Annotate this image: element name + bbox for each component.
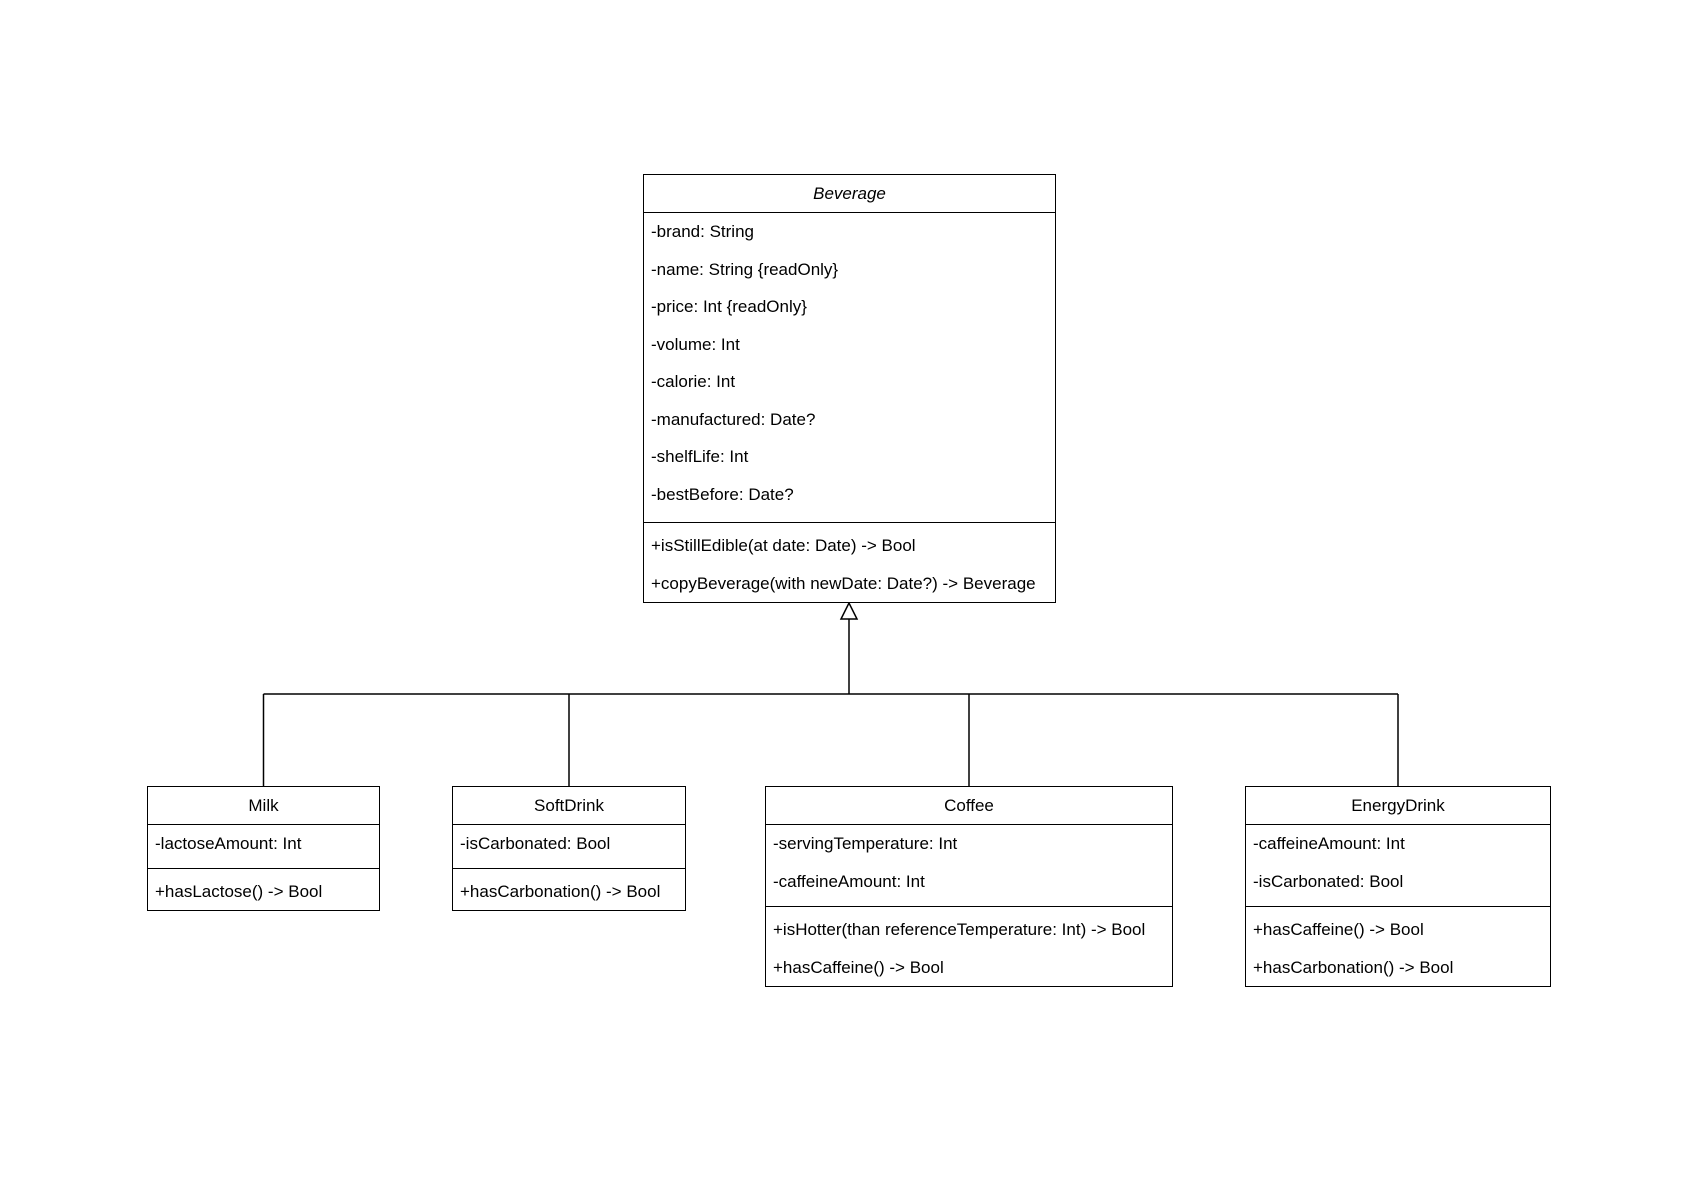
attribute-caffeineamount: -caffeineAmount: Int [773,871,925,891]
method-haslactose: +hasLactose() -> Bool [155,882,323,901]
attribute-bestbefore: -bestBefore: Date? [651,484,794,504]
class-softdrink[interactable]: SoftDrink -isCarbonated: Bool +hasCarbon… [452,786,686,911]
attribute-price: -price: Int {readOnly} [651,297,807,316]
attribute-manufactured: -manufactured: Date? [651,409,816,429]
class-name-milk: Milk [148,787,379,825]
attribute-iscarbonated: -isCarbonated: Bool [460,834,611,853]
class-name-softdrink: SoftDrink [453,787,685,825]
method-isstilledible: +isStillEdible(at date: Date) -> Bool [651,536,916,555]
method-hascaffeine: +hasCaffeine() -> Bool [1253,920,1424,939]
attribute-servingtemperature: -servingTemperature: Int [773,834,958,853]
class-milk[interactable]: Milk -lactoseAmount: Int +hasLactose() -… [147,786,380,911]
method-hascarbonation: +hasCarbonation() -> Bool [1253,957,1454,977]
attribute-iscarbonated: -isCarbonated: Bool [1253,871,1404,891]
attribute-name: -name: String {readOnly} [651,259,839,279]
class-beverage[interactable]: Beverage -brand: String -name: String {r… [643,174,1056,603]
attribute-volume: -volume: Int [651,334,740,354]
class-name-coffee: Coffee [766,787,1172,825]
methods-coffee: +isHotter(than referenceTemperature: Int… [766,907,1172,986]
attributes-coffee: -servingTemperature: Int -caffeineAmount… [766,825,1172,907]
class-name-beverage: Beverage [644,175,1055,213]
methods-energydrink: +hasCaffeine() -> Bool +hasCarbonation()… [1246,907,1550,986]
attribute-caffeineamount: -caffeineAmount: Int [1253,834,1405,853]
method-ishotter: +isHotter(than referenceTemperature: Int… [773,920,1146,939]
class-name-energydrink: EnergyDrink [1246,787,1550,825]
attribute-shelflife: -shelfLife: Int [651,447,749,466]
class-energydrink[interactable]: EnergyDrink -caffeineAmount: Int -isCarb… [1245,786,1551,987]
attribute-brand: -brand: String [651,222,754,241]
methods-beverage: +isStillEdible(at date: Date) -> Bool +c… [644,523,1055,602]
method-hascarbonation: +hasCarbonation() -> Bool [460,882,661,901]
attributes-beverage: -brand: String -name: String {readOnly} … [644,213,1055,523]
attribute-lactoseamount: -lactoseAmount: Int [155,834,302,853]
class-coffee[interactable]: Coffee -servingTemperature: Int -caffein… [765,786,1173,987]
attribute-calorie: -calorie: Int [651,372,736,391]
method-hascaffeine: +hasCaffeine() -> Bool [773,957,944,977]
attributes-milk: -lactoseAmount: Int [148,825,379,869]
method-copybeverage: +copyBeverage(with newDate: Date?) -> Be… [651,573,1036,593]
methods-softdrink: +hasCarbonation() -> Bool [453,869,685,911]
attributes-softdrink: -isCarbonated: Bool [453,825,685,869]
methods-milk: +hasLactose() -> Bool [148,869,379,911]
generalization-arrowhead [839,601,859,620]
attributes-energydrink: -caffeineAmount: Int -isCarbonated: Bool [1246,825,1550,907]
